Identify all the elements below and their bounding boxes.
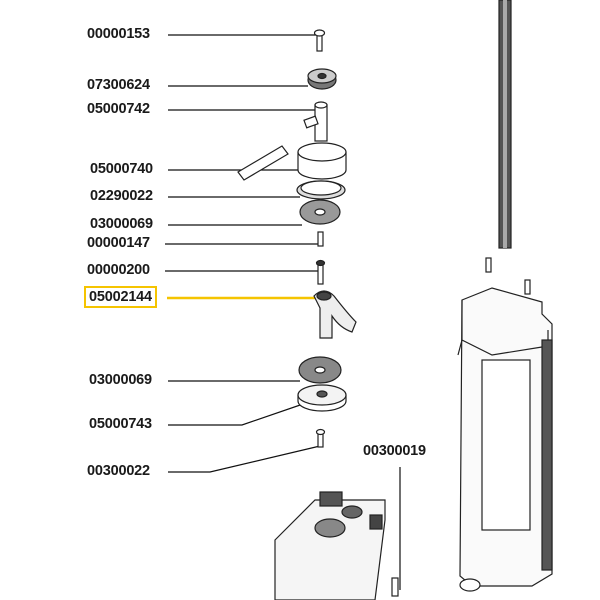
cylinder-top <box>297 142 347 162</box>
part-label-selected[interactable]: 05002144 <box>84 286 157 308</box>
base-hole <box>341 505 363 519</box>
part-label[interactable]: 02290022 <box>90 188 153 204</box>
leader-line <box>168 445 321 473</box>
part-label[interactable]: 00000200 <box>87 262 150 278</box>
part-label[interactable]: 00000153 <box>87 26 150 42</box>
leader-line <box>168 402 307 426</box>
screw-part <box>524 279 531 295</box>
pin-part <box>237 145 289 181</box>
frame-window <box>481 359 531 531</box>
part-label[interactable]: 05000740 <box>90 161 153 177</box>
shaft-pin <box>303 115 319 129</box>
base-hole <box>314 518 346 538</box>
base-block <box>274 499 386 600</box>
screw-part <box>317 231 324 247</box>
part-label[interactable]: 00300019 <box>363 443 426 459</box>
lever-hole <box>316 291 332 301</box>
part-label[interactable]: 03000069 <box>89 372 152 388</box>
ring-inner <box>300 180 342 196</box>
part-label[interactable]: 07300624 <box>87 77 150 93</box>
leader-lines <box>165 34 401 590</box>
shaft-top <box>314 101 328 109</box>
screw-head <box>313 29 326 37</box>
screw-head <box>315 428 326 436</box>
screw-head <box>315 259 326 267</box>
frame-foot <box>459 578 481 592</box>
burr-hole <box>314 208 326 216</box>
part-label[interactable]: 05000742 <box>87 101 150 117</box>
part-label[interactable]: 05000743 <box>89 416 152 432</box>
bearing-hole <box>317 72 327 80</box>
burr-hole <box>314 366 326 374</box>
part-label[interactable]: 00000147 <box>87 235 150 251</box>
screw-part <box>485 257 492 273</box>
screw-part <box>391 577 399 597</box>
part-label[interactable]: 00300022 <box>87 463 150 479</box>
frame-side <box>541 339 553 571</box>
base-slot <box>369 514 383 530</box>
disc-hole <box>316 390 328 398</box>
base-slot <box>319 491 343 507</box>
parts <box>237 0 553 600</box>
threaded-rod-highlight <box>503 0 507 248</box>
part-label[interactable]: 03000069 <box>90 216 153 232</box>
lever-part <box>313 290 357 339</box>
